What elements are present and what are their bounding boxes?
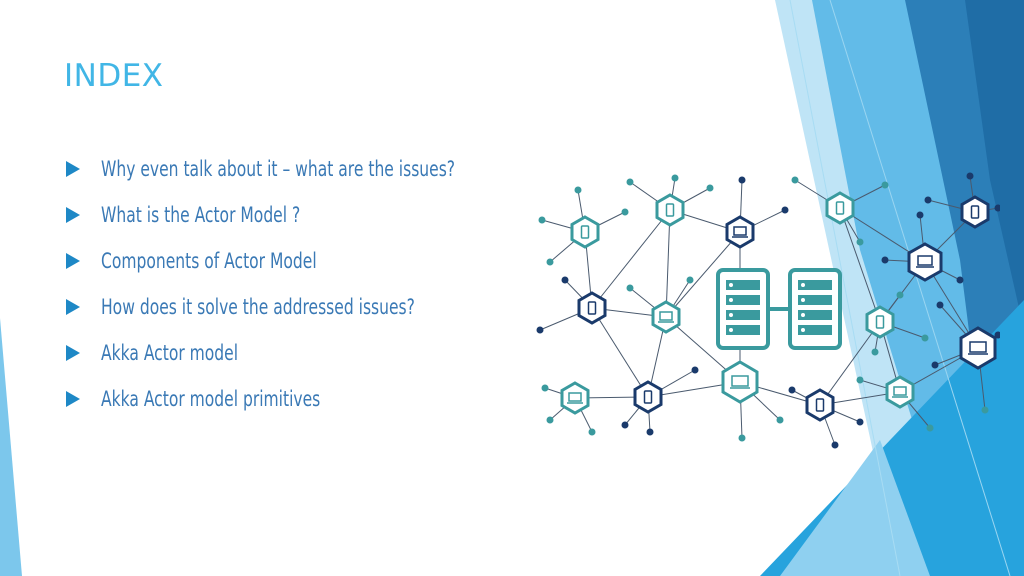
index-list: Why even talk about it – what are the is… (66, 146, 579, 422)
right-facet-deep (965, 0, 1024, 330)
list-item: Akka Actor model primitives (66, 376, 579, 422)
left-edge-facet (0, 318, 22, 576)
bottom-facet-pale (780, 440, 930, 576)
laptop-icon (732, 226, 748, 238)
network-node-icon (825, 191, 855, 225)
laptop-icon (730, 375, 750, 389)
network-node-icon (560, 381, 590, 415)
list-item-text: How does it solve the addressed issues? (101, 295, 415, 319)
phone-icon (665, 203, 675, 217)
network-node-icon (805, 388, 835, 422)
network-node-icon (865, 305, 895, 339)
phone-icon (875, 315, 885, 329)
bullet-arrow-icon (66, 207, 80, 223)
bullet-arrow-icon (66, 299, 80, 315)
list-item: How does it solve the addressed issues? (66, 284, 579, 330)
bullet-arrow-icon (66, 253, 80, 269)
bullet-arrow-icon (66, 161, 80, 177)
slide-title: INDEX (64, 58, 164, 94)
list-item: Components of Actor Model (66, 238, 579, 284)
laptop-icon (567, 392, 583, 404)
network-node-icon (721, 360, 759, 404)
network-node-icon (655, 193, 685, 227)
network-illustration (536, 172, 1000, 449)
phone-icon (643, 390, 653, 404)
server-icon (788, 268, 842, 350)
phone-icon (835, 201, 845, 215)
laptop-icon (658, 311, 674, 323)
bottom-facet-blue (760, 300, 1024, 576)
network-node-icon (959, 326, 997, 370)
network-node-icon (907, 242, 943, 282)
list-item-text: Components of Actor Model (101, 249, 317, 273)
laptop-icon (968, 341, 988, 355)
phone-icon (970, 205, 980, 219)
network-node-icon (651, 300, 681, 334)
laptop-icon (892, 386, 908, 398)
phone-icon (587, 301, 597, 315)
list-item-text: Akka Actor model primitives (101, 387, 321, 411)
laptop-icon (916, 255, 934, 268)
phone-icon (580, 225, 590, 239)
list-item-text: Akka Actor model (101, 341, 239, 365)
phone-icon (815, 398, 825, 412)
network-node-icon (577, 291, 607, 325)
bullet-arrow-icon (66, 345, 80, 361)
facet-line-1 (789, 0, 901, 576)
network-node-icon (725, 215, 755, 249)
network-node-icon (960, 195, 990, 229)
list-item: Akka Actor model (66, 330, 579, 376)
network-endpoints (536, 172, 1000, 449)
facet-line-2 (829, 0, 1011, 576)
network-node-icon (885, 375, 915, 409)
list-item-text: Why even talk about it – what are the is… (101, 157, 456, 181)
list-item: Why even talk about it – what are the is… (66, 146, 579, 192)
list-item: What is the Actor Model ? (66, 192, 579, 238)
list-item-text: What is the Actor Model ? (101, 203, 301, 227)
network-node-icon (633, 380, 663, 414)
server-icon (716, 268, 770, 350)
network-node-icon (570, 215, 600, 249)
bullet-arrow-icon (66, 391, 80, 407)
